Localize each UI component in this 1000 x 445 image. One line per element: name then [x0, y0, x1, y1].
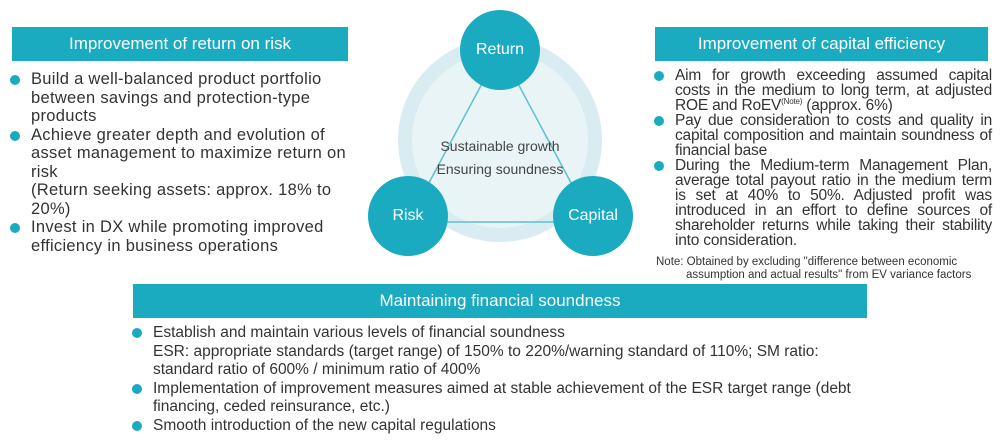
item-text: Achieve greater depth and evolution of a…	[31, 125, 346, 181]
note-marker: (Note)	[781, 96, 803, 106]
footnote: Note: Obtained by excluding "difference …	[656, 256, 1000, 281]
center-line-2: Ensuring soundness	[436, 161, 564, 177]
risk-circle: Risk	[368, 176, 448, 256]
list-item: Establish and maintain various levels of…	[130, 324, 875, 380]
capital-efficiency-header: Improvement of capital efficiency	[655, 27, 988, 61]
capital-circle: Capital	[553, 176, 633, 256]
return-label: Return	[475, 41, 525, 58]
item-text: Implementation of improvement measures a…	[153, 379, 851, 416]
list-item: Aim for growth exceeding assumed capital…	[652, 68, 992, 113]
list-item: Pay due consideration to costs and quali…	[652, 113, 992, 158]
list-item: During the Medium-term Management Plan, …	[652, 158, 992, 248]
item-text: Establish and maintain various levels of…	[153, 324, 565, 341]
triangle-lines	[406, 48, 594, 223]
capital-efficiency-list: Aim for growth exceeding assumed capital…	[652, 68, 992, 248]
capital-label: Capital	[568, 207, 618, 224]
item-text: Smooth introduction of the new capital r…	[153, 416, 496, 434]
financial-soundness-header: Maintaining financial soundness	[133, 284, 867, 318]
center-line-1: Sustainable growth	[440, 138, 560, 154]
note-line-2: assumption and actual results" from EV v…	[686, 268, 972, 281]
financial-soundness-list: Establish and maintain various levels of…	[130, 324, 875, 435]
list-item: Implementation of improvement measures a…	[130, 380, 875, 417]
item-subtext: ESR: appropriate standards (target range…	[153, 342, 819, 379]
list-item: Invest in DX while promoting improved ef…	[8, 218, 350, 255]
risk-label: Risk	[392, 207, 424, 224]
note-line-1: Note: Obtained by excluding "difference …	[656, 256, 958, 268]
list-item: Smooth introduction of the new capital r…	[130, 417, 875, 436]
list-item: Build a well-balanced product portfolio …	[8, 70, 350, 126]
center-text: Sustainable growth Ensuring soundness	[420, 135, 580, 181]
item-text: Aim for growth exceeding assumed capital…	[675, 67, 992, 114]
item-text: Build a well-balanced product portfolio …	[31, 70, 322, 125]
item-text: (approx. 6%)	[802, 97, 893, 114]
list-item: Achieve greater depth and evolution of a…	[8, 126, 350, 219]
return-on-risk-list: Build a well-balanced product portfolio …	[8, 70, 350, 255]
item-text: During the Medium-term Management Plan, …	[675, 157, 992, 249]
return-on-risk-header: Improvement of return on risk	[12, 27, 348, 61]
inner-ring	[412, 52, 588, 228]
item-subtext: (Return seeking assets: approx. 18% to 2…	[31, 181, 332, 218]
item-text: Pay due consideration to costs and quali…	[675, 112, 992, 159]
triangle-diagram	[398, 38, 602, 242]
item-text: Invest in DX while promoting improved ef…	[31, 218, 324, 255]
return-circle: Return	[460, 10, 540, 90]
